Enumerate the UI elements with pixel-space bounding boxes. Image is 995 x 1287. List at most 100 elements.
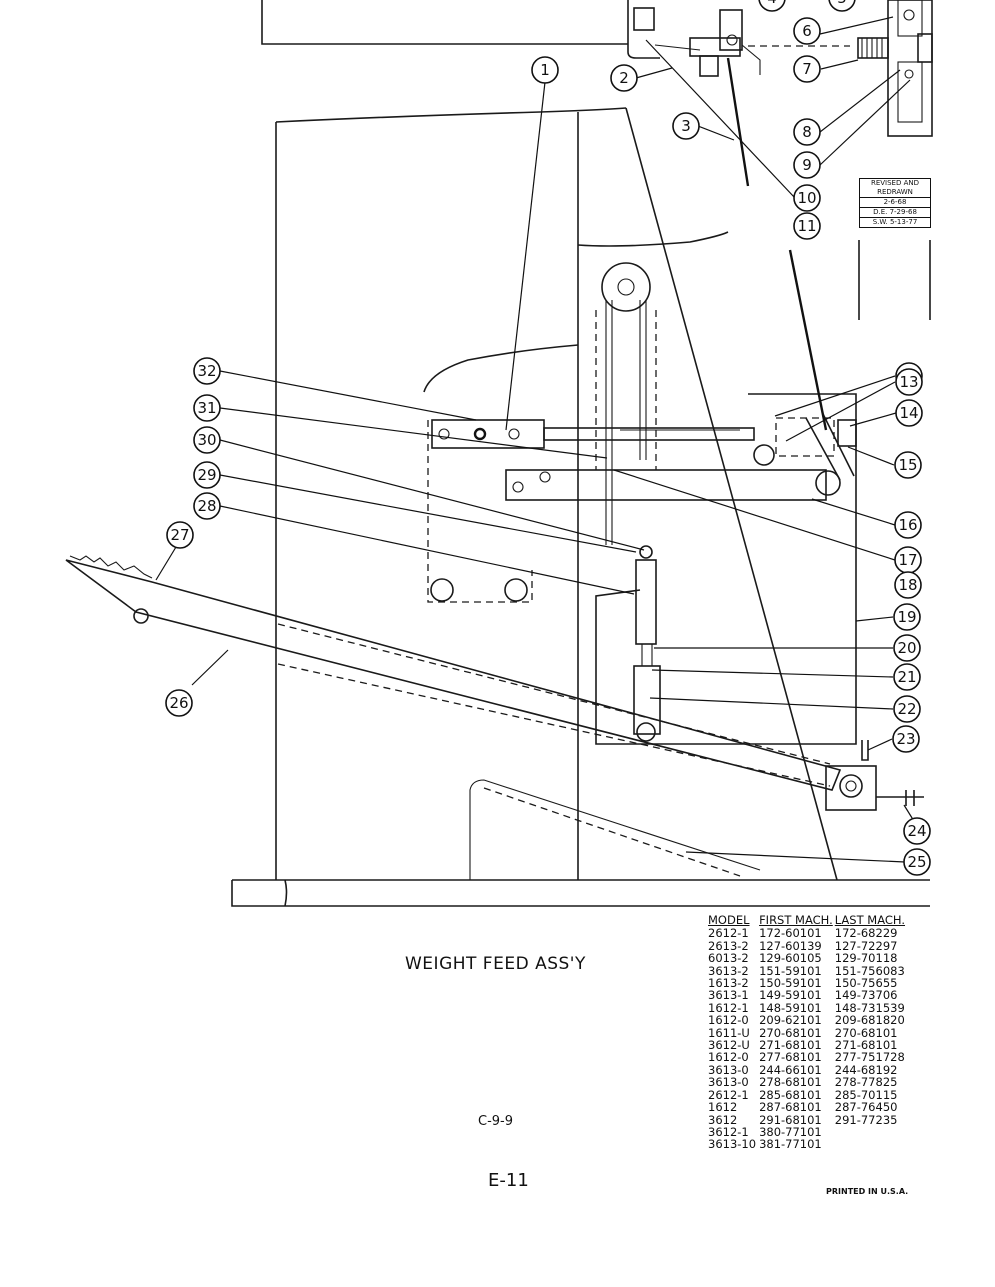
callout-19: 19 [893, 603, 921, 631]
first-mach-cell: 149-59101 [759, 988, 822, 1003]
table-row: 1613-2 150-59101 150-75655 [708, 976, 908, 991]
model-cell: 3613-1 [708, 988, 749, 1003]
last-mach-cell: 209-681820 [834, 1013, 905, 1028]
revision-heading: REVISED AND REDRAWN [860, 179, 930, 198]
gearbox-housing [595, 249, 857, 745]
callout-15: 15 [894, 451, 922, 479]
svg-text:21: 21 [897, 668, 916, 686]
model-cell: 2613-2 [708, 938, 749, 953]
rack-bar [427, 419, 827, 603]
printed-note: PRINTED IN U.S.A. [826, 1187, 909, 1196]
first-mach-cell: 150-59101 [759, 976, 822, 991]
last-mach-cell: 150-75655 [834, 976, 898, 991]
last-mach-cell: 244-68192 [834, 1062, 898, 1077]
model-cell: 1612-0 [708, 1050, 749, 1065]
callout-9: 9 [793, 151, 821, 179]
last-mach-cell: 148-731539 [834, 1000, 905, 1015]
callout-1: 1 [531, 56, 559, 84]
svg-text:6: 6 [802, 22, 812, 40]
callout-18: 18 [894, 571, 922, 599]
callout-5: 5 [828, 0, 856, 12]
svg-text:1: 1 [540, 61, 550, 79]
top-bracket [633, 7, 850, 77]
column-header-last-mach: LAST MACH. [834, 913, 906, 927]
leader-lines [155, 16, 918, 863]
svg-text:9: 9 [802, 156, 812, 174]
callout-29: 29 [193, 461, 221, 489]
table-row: 3613-0 244-66101 244-68192 [708, 1062, 908, 1077]
drawing-title: WEIGHT FEED ASS'Y [405, 954, 586, 974]
model-cell: 1611-U [708, 1025, 750, 1040]
model-cell: 2612-1 [708, 926, 749, 941]
svg-text:15: 15 [898, 456, 917, 474]
right-top-plate [857, 0, 933, 137]
callout-13-main: 13 [895, 368, 923, 396]
last-mach-cell: 277-751728 [834, 1050, 905, 1065]
svg-text:24: 24 [907, 822, 926, 840]
svg-text:16: 16 [898, 516, 917, 534]
model-cell: 3612 [708, 1112, 738, 1127]
upper-housing-outline [261, 0, 660, 59]
callout-28: 28 [193, 492, 221, 520]
svg-text:26: 26 [169, 694, 188, 712]
model-cell: 1612-0 [708, 1013, 749, 1028]
callout-10: 10 [793, 184, 821, 212]
model-cell: 3612-U [708, 1038, 750, 1053]
callout-30: 30 [193, 426, 221, 454]
model-cell: 1613-2 [708, 976, 749, 991]
first-mach-cell: 380-77101 [759, 1124, 822, 1139]
callout-14: 14 [895, 399, 923, 427]
svg-text:13: 13 [899, 373, 918, 391]
callout-17: 17 [894, 546, 922, 574]
model-cell: 1612 [708, 1100, 738, 1115]
svg-text:7: 7 [802, 60, 812, 78]
svg-text:22: 22 [897, 700, 916, 718]
last-mach-cell: 278-77825 [834, 1075, 898, 1090]
first-mach-cell: 381-77101 [759, 1137, 822, 1152]
first-mach-cell: 271-68101 [759, 1038, 822, 1053]
callout-24: 24 [903, 817, 931, 845]
svg-text:14: 14 [899, 404, 918, 422]
callout-31: 31 [193, 394, 221, 422]
first-mach-cell: 172-60101 [759, 926, 822, 941]
model-cell: 3613-10 [708, 1137, 757, 1152]
first-mach-cell: 244-66101 [759, 1062, 822, 1077]
svg-text:18: 18 [898, 576, 917, 594]
svg-text:4: 4 [767, 0, 777, 7]
callout-23: 23 [892, 725, 920, 753]
callout-20: 20 [893, 634, 921, 662]
table-row: 2612-1 172-60101 172-68229 [708, 926, 908, 941]
svg-text:17: 17 [898, 551, 917, 569]
callout-4: 4 [758, 0, 786, 12]
callout-27: 27 [166, 521, 194, 549]
last-mach-cell: 151-756083 [834, 963, 905, 978]
last-mach-cell: 285-70115 [834, 1087, 898, 1102]
model-cell: 2612-1 [708, 1087, 749, 1102]
callout-7: 7 [793, 55, 821, 83]
svg-text:2: 2 [619, 69, 629, 87]
first-mach-cell: 270-68101 [759, 1025, 822, 1040]
callout-2: 2 [610, 64, 638, 92]
model-cell: 1612-1 [708, 1000, 749, 1015]
last-mach-cell: 172-68229 [834, 926, 898, 941]
column-header-first-mach: FIRST MACH. [759, 913, 833, 927]
first-mach-cell: 287-68101 [759, 1100, 822, 1115]
model-cell: 3613-0 [708, 1062, 749, 1077]
table-header-row: MODEL FIRST MACH. LAST MACH. [708, 914, 908, 927]
svg-text:5: 5 [837, 0, 847, 7]
svg-text:20: 20 [897, 639, 916, 657]
sprocket-and-chain [595, 262, 657, 545]
svg-text:3: 3 [681, 117, 691, 135]
